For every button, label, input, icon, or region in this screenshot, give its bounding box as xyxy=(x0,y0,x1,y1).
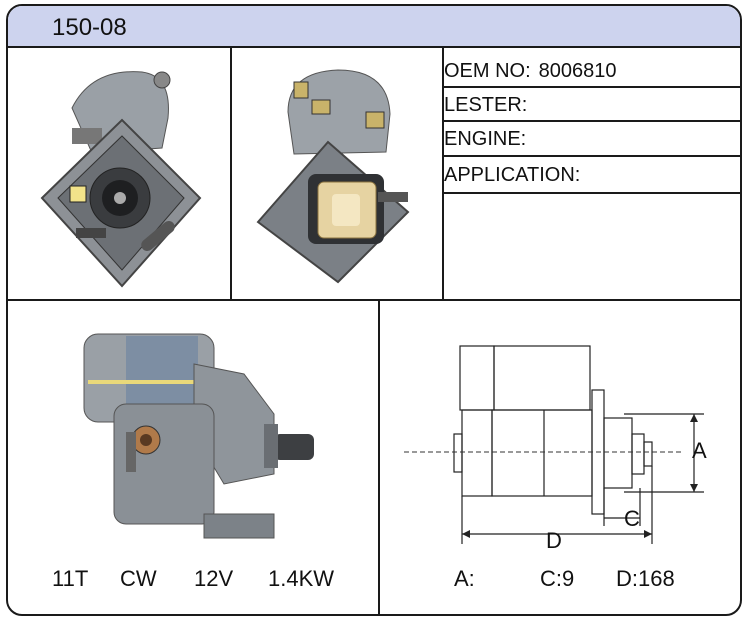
dimension-c-marker: C xyxy=(624,506,640,531)
spec-teeth: 11T xyxy=(52,566,89,591)
oem-label: OEM NO: xyxy=(444,60,531,82)
header-bar: 150-08 xyxy=(8,6,740,48)
spec-power: 1.4KW xyxy=(268,566,335,591)
spec-rotation: CW xyxy=(120,566,157,591)
dimension-d-marker: D xyxy=(546,528,562,552)
spec-sheet-card: 150-08 OEM NO: 8006810 LESTER: ENGINE: AP… xyxy=(6,4,742,616)
dimension-c-value: C:9 xyxy=(540,566,575,591)
engine-label: ENGINE: xyxy=(444,128,527,150)
divider xyxy=(442,48,444,300)
divider xyxy=(442,155,740,157)
dimension-a-value: A: xyxy=(454,566,475,591)
divider xyxy=(230,48,232,300)
dimension-diagram: A C D xyxy=(404,345,707,552)
divider xyxy=(442,192,740,194)
dimension-d-value: D:168 xyxy=(616,566,675,591)
engine-row: ENGINE: xyxy=(444,128,526,151)
application-label: APPLICATION: xyxy=(444,164,581,186)
divider xyxy=(378,299,380,614)
divider xyxy=(8,299,740,301)
dimension-a-marker: A xyxy=(692,438,707,463)
lester-label: LESTER: xyxy=(444,94,528,116)
oem-row: OEM NO: 8006810 xyxy=(444,60,617,83)
oem-value: 8006810 xyxy=(538,60,617,82)
part-number: 150-08 xyxy=(52,14,127,41)
starter-side-view-photo xyxy=(83,333,314,539)
divider xyxy=(442,86,740,88)
application-row: APPLICATION: xyxy=(444,164,580,187)
starter-rear-view-photo xyxy=(256,69,410,284)
lester-row: LESTER: xyxy=(444,94,527,117)
starter-front-view-photo xyxy=(40,71,202,288)
spec-voltage: 12V xyxy=(194,566,234,591)
divider xyxy=(442,120,740,122)
